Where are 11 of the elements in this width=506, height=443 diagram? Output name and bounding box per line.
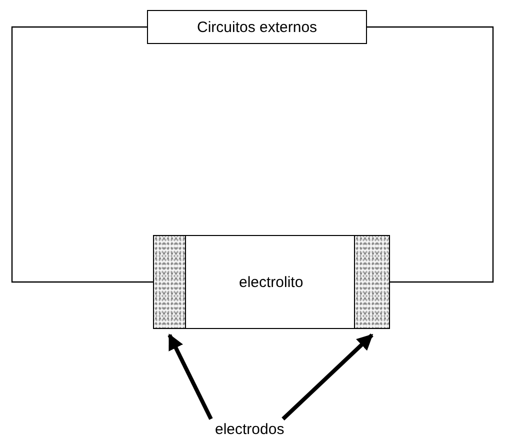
arrow [168,334,213,420]
circuit-box [147,10,367,44]
electrolyte-label: electrolito [239,274,304,291]
callout-label: electrodos [215,421,284,438]
box-label: Circuitos externos [197,19,318,36]
electrode-block [153,235,186,329]
wire [367,26,494,283]
arrow [282,334,374,420]
electrode-block [354,235,390,329]
wire [11,26,153,283]
electrolyte-box [153,235,389,329]
